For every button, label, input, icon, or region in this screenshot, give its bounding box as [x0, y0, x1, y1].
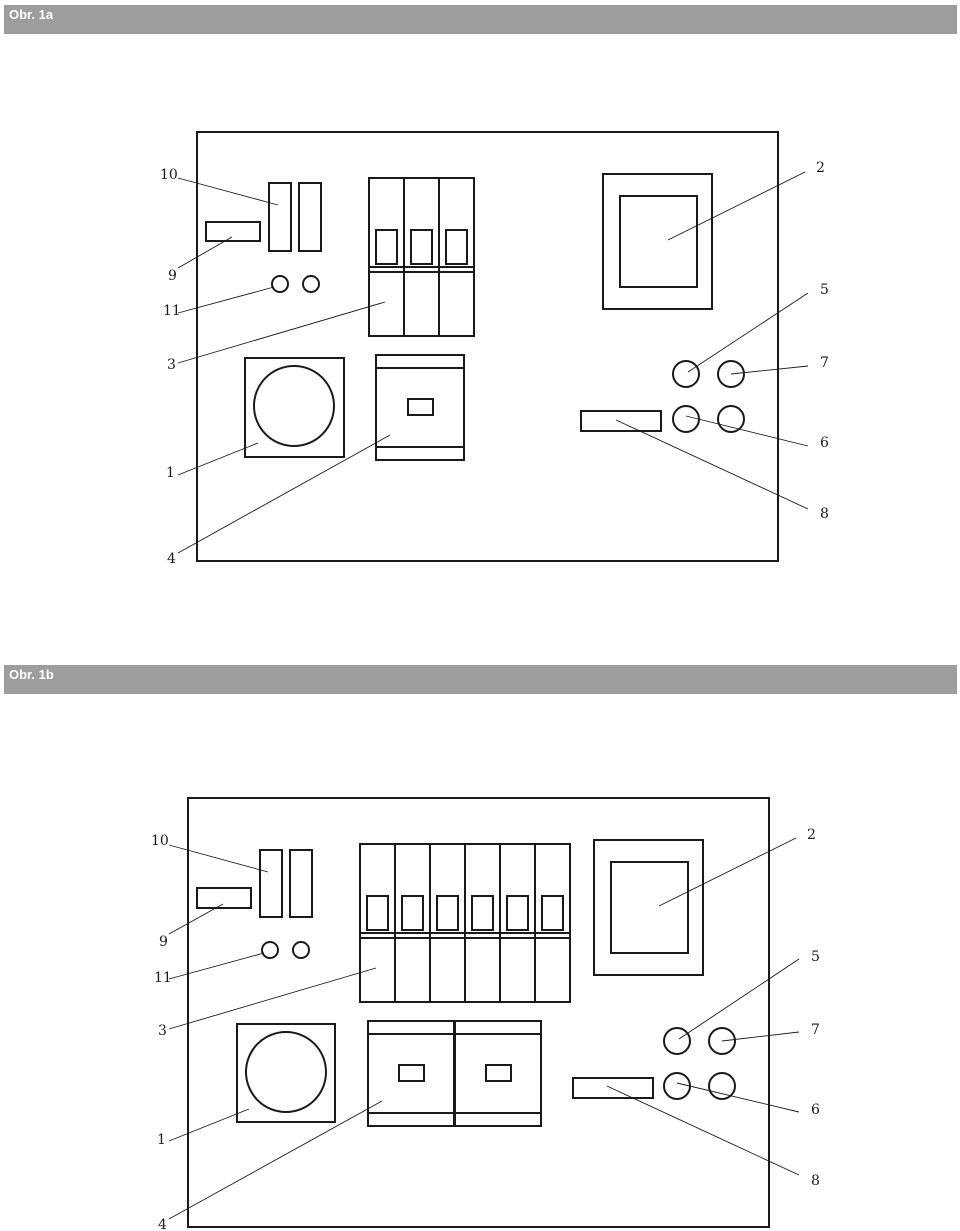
pilot-light-5 — [663, 1027, 691, 1055]
callout-11: 11 — [163, 303, 181, 319]
indicator-11-right — [292, 941, 310, 959]
callout-1: 1 — [157, 1132, 166, 1148]
label-strip-8 — [572, 1077, 654, 1099]
pilot-light-6b — [708, 1072, 736, 1100]
leader-lines-1b — [168, 837, 800, 1220]
contactor-4-right — [454, 1020, 542, 1127]
diagram-1a: 10 9 11 3 1 4 2 5 7 6 8 — [160, 131, 829, 567]
callout-8: 8 — [820, 506, 829, 522]
contactor-4-right-window — [485, 1064, 512, 1082]
breaker-toggle-4 — [471, 895, 494, 931]
callout-11: 11 — [154, 970, 172, 986]
callout-2: 2 — [807, 827, 816, 843]
breaker-toggle-2 — [401, 895, 424, 931]
pilot-light-6 — [663, 1072, 691, 1100]
callout-6: 6 — [820, 435, 829, 451]
callout-4: 4 — [167, 551, 176, 567]
display-2-screen — [619, 195, 698, 288]
gauge-1-dial — [253, 365, 335, 447]
callout-3: 3 — [158, 1023, 167, 1039]
figure-title-1b: Obr. 1b — [4, 665, 957, 694]
callout-3: 3 — [167, 357, 176, 373]
module-9 — [196, 887, 252, 909]
contactor-4 — [367, 1020, 542, 1127]
callout-9: 9 — [159, 934, 168, 950]
figure-title-1a: Obr. 1a — [4, 5, 957, 34]
callout-1: 1 — [166, 465, 175, 481]
module-10-right — [298, 182, 322, 252]
display-2-screen — [610, 861, 689, 954]
callout-5: 5 — [811, 949, 820, 965]
breaker-pole-3 — [438, 177, 475, 337]
module-9 — [205, 221, 261, 242]
breaker-block-3 — [359, 843, 571, 1003]
breaker-block-3 — [368, 177, 475, 337]
callout-10: 10 — [151, 833, 169, 849]
callout-10: 10 — [160, 167, 178, 183]
contactor-4-left-window — [398, 1064, 425, 1082]
module-10-right — [289, 849, 313, 918]
label-strip-8 — [580, 410, 662, 432]
callout-2: 2 — [816, 160, 825, 176]
indicator-11-left — [261, 941, 279, 959]
callout-9: 9 — [168, 268, 177, 284]
breaker-toggle-1 — [375, 229, 398, 265]
indicator-11-right — [302, 275, 320, 293]
breaker-toggle-5 — [506, 895, 529, 931]
breaker-toggle-1 — [366, 895, 389, 931]
module-10-left — [259, 849, 283, 918]
callout-8: 8 — [811, 1173, 820, 1189]
leader-lines-1a — [177, 171, 809, 554]
callout-4: 4 — [158, 1217, 167, 1231]
contactor-4-window — [407, 398, 434, 416]
breaker-toggle-2 — [410, 229, 433, 265]
breaker-toggle-3 — [436, 895, 459, 931]
callout-7: 7 — [820, 355, 829, 371]
callout-7: 7 — [811, 1022, 820, 1038]
callout-6: 6 — [811, 1102, 820, 1118]
module-10-left — [268, 182, 292, 252]
pilot-light-5 — [672, 360, 700, 388]
indicator-11-left — [271, 275, 289, 293]
breaker-toggle-6 — [541, 895, 564, 931]
callout-5: 5 — [820, 282, 829, 298]
gauge-1-dial — [245, 1031, 327, 1113]
breaker-toggle-3 — [445, 229, 468, 265]
